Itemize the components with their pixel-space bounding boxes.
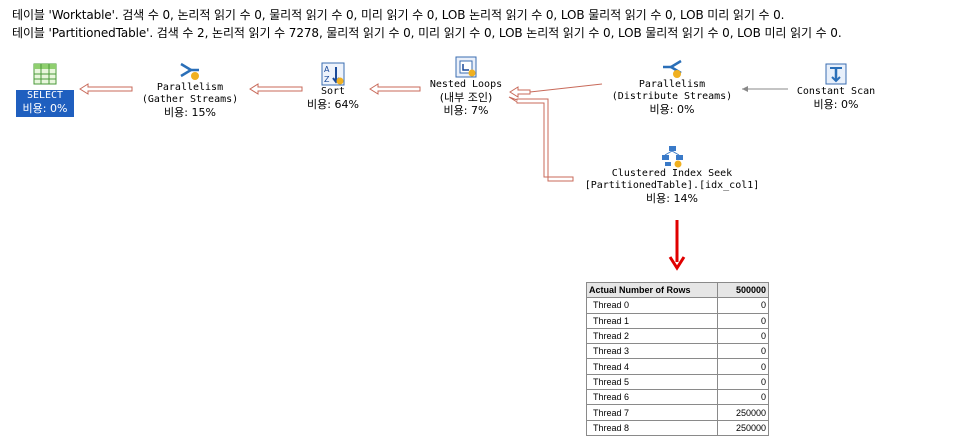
header-label: Actual Number of Rows [586,281,718,299]
thread-name: Thread 2 [586,327,718,345]
nested-cost: 비용: 7% [443,104,489,117]
select-node[interactable] [16,62,74,86]
arrow-seek-to-nested [508,96,574,182]
header-value: 500000 [717,281,769,299]
svg-text:A: A [324,65,330,74]
nested-op: Nested Loops [429,79,503,90]
table-header-row: Actual Number of Rows 500000 [586,281,769,299]
parallelism-distribute-icon [660,55,684,79]
thread-name: Thread 5 [586,373,718,391]
nested-loops-icon [454,55,478,79]
distribute-op: Parallelism [638,79,706,90]
thread-value: 0 [717,327,769,345]
select-cost: 비용: 0% [22,102,68,115]
thread-value: 0 [717,343,769,360]
thread-value: 0 [717,389,769,406]
thread-name: Thread 1 [586,312,718,329]
distribute-streams-node[interactable]: Parallelism (Distribute Streams) 비용: 0% [602,55,742,116]
thread-value: 250000 [717,404,769,421]
arrow-nested-to-sort [369,83,421,95]
svg-text:Z: Z [324,75,330,84]
constant-scan-node[interactable]: Constant Scan 비용: 0% [786,62,886,111]
message-line-worktable: 테이블 'Worktable'. 검색 수 0, 논리적 읽기 수 0, 물리적… [12,8,785,22]
seek-sub: [PartitionedTable].[idx_col1] [584,180,760,191]
thread-value: 0 [717,297,769,314]
result-grid-icon [33,62,57,86]
seek-cost: 비용: 14% [646,192,698,205]
nested-sub: (내부 조인) [439,91,493,104]
sort-cost: 비용: 64% [307,98,359,111]
thread-name: Thread 6 [586,389,718,406]
constant-scan-icon [824,62,848,86]
sort-op: Sort [320,86,346,97]
nested-loops-node[interactable]: Nested Loops (내부 조인) 비용: 7% [418,55,514,117]
thread-value: 250000 [717,419,769,436]
thread-name: Thread 0 [586,297,718,314]
clustered-index-seek-icon [660,144,684,168]
arrow-constant-head [742,86,748,92]
arrow-gather-to-select [79,83,133,95]
gather-streams-node[interactable]: Parallelism (Gather Streams) 비용: 15% [130,58,250,119]
thread-name: Thread 8 [586,419,718,436]
constant-op: Constant Scan [796,86,876,97]
distribute-sub: (Distribute Streams) [611,91,733,102]
gather-cost: 비용: 15% [164,106,216,119]
thread-name: Thread 4 [586,358,718,375]
index-seek-node[interactable]: Clustered Index Seek [PartitionedTable].… [570,144,774,205]
connector-distribute-line [529,83,603,93]
select-label: SELECT [26,90,64,101]
gather-op: Parallelism [156,82,224,93]
message-line-partitioned: 테이블 'PartitionedTable'. 검색 수 2, 논리적 읽기 수… [12,26,842,40]
constant-cost: 비용: 0% [813,98,859,111]
thread-value: 0 [717,358,769,375]
gather-sub: (Gather Streams) [141,94,239,105]
thread-name: Thread 7 [586,404,718,421]
arrow-sort-to-gather [249,83,303,95]
seek-op: Clustered Index Seek [611,168,733,179]
parallelism-gather-icon [178,58,202,82]
thread-value: 0 [717,312,769,329]
distribute-cost: 비용: 0% [649,103,695,116]
red-arrow-head [668,256,686,271]
thread-name: Thread 3 [586,343,718,360]
select-label-box[interactable]: SELECT 비용: 0% [16,90,74,117]
thread-value: 0 [717,373,769,391]
